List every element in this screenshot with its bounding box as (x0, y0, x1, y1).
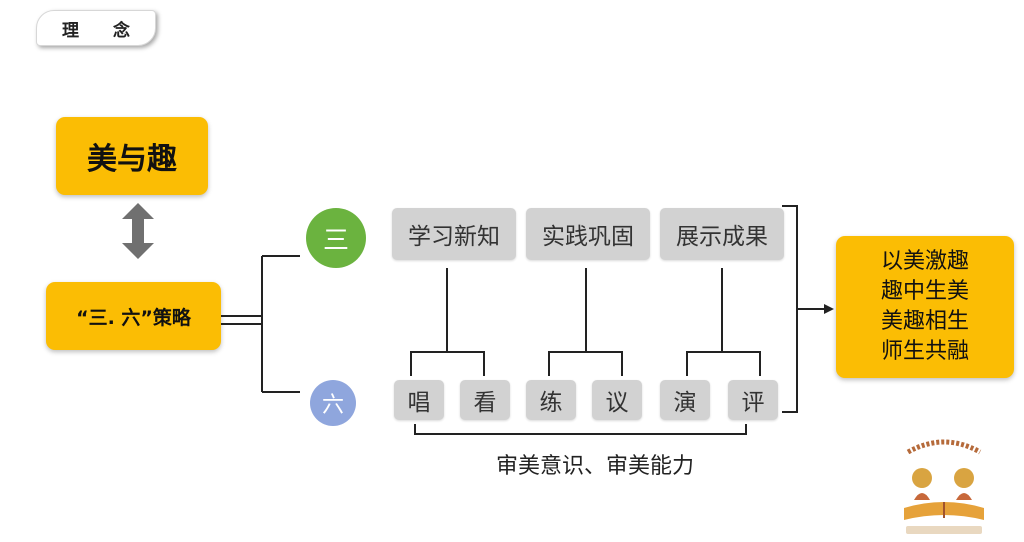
six-item-discuss: 议 (592, 380, 642, 420)
six-item-evaluate: 评 (728, 380, 778, 420)
result-box: 以美激趣 趣中生美 美趣相生 师生共融 (836, 236, 1014, 378)
six-item-sing: 唱 (394, 380, 444, 420)
result-line: 趣中生美 (880, 279, 969, 304)
aesthetic-caption: 审美意识、审美能力 (495, 454, 694, 479)
three-item-practice: 实践巩固 (526, 208, 650, 260)
result-line: 美趣相生 (880, 309, 969, 334)
six-item-watch: 看 (460, 380, 510, 420)
section-tag: 理 念 (36, 10, 156, 46)
double-arrow-icon (122, 203, 154, 259)
three-badge: 三 (306, 208, 366, 268)
result-line: 师生共融 (880, 339, 969, 364)
beauty-interest-box: 美与趣 (56, 117, 208, 195)
three-item-show: 展示成果 (660, 208, 784, 260)
studio-logo-icon (904, 439, 984, 534)
three-item-learn: 学习新知 (392, 208, 516, 260)
six-item-practice: 练 (526, 380, 576, 420)
six-badge: 六 (310, 380, 356, 426)
six-item-perform: 演 (660, 380, 710, 420)
strategy-box: “三. 六”策略 (46, 282, 221, 350)
result-line: 以美激趣 (880, 249, 969, 274)
